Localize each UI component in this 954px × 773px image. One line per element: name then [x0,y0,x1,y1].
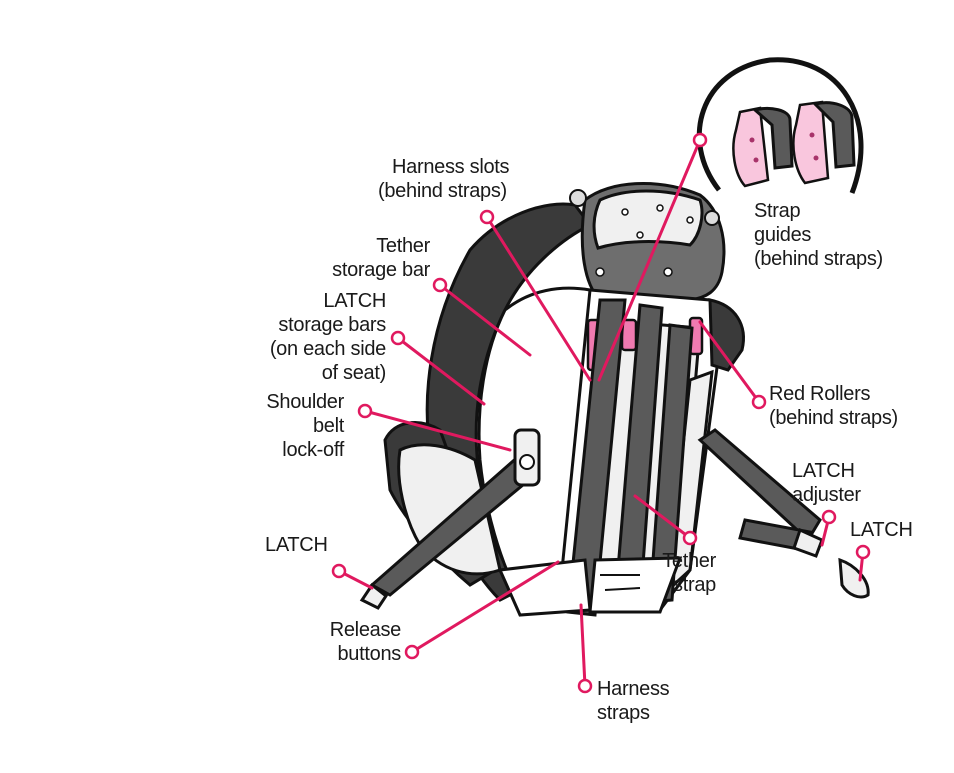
label-latch-adjuster-line2: adjuster [792,484,861,506]
label-strap-guides-line1: Strap [754,200,800,222]
guide-dot-2 [753,157,759,163]
leader-dots [331,132,871,694]
guide-dot-4 [813,155,819,161]
label-release-line1: Release [330,619,401,641]
latch-adjuster-shape [792,527,824,558]
headrest-hole-1 [621,208,629,216]
label-harness-straps-line2: straps [597,702,650,724]
headrest-hole-6 [663,267,673,277]
guide-dot-1 [749,137,755,143]
label-tether-strap-line2: strap [673,574,716,596]
leader-tether-storage [438,283,532,357]
back-frame-right-pad [708,298,745,372]
label-harness-slots-line2: (behind straps) [378,180,507,202]
dot-harness-straps [577,678,593,694]
label-tether-storage-line2: storage bar [332,259,431,281]
dot-red-rollers [751,394,767,410]
leader-strap-guides [597,138,702,382]
strap-guide-left-strap [751,106,794,170]
dot-harness-slots [479,209,495,225]
label-shoulder-lockoff-line1: Shoulder [266,391,344,413]
headrest-knob-right [704,210,720,226]
dot-tether-strap [682,530,698,546]
leader-harness-slots [485,215,592,382]
leader-red-rollers [698,320,761,404]
headrest-hole-4 [636,231,644,239]
leader-lines [337,138,865,688]
dot-latch-left [331,563,347,579]
label-harness-slots-line1: Harness slots [392,156,510,178]
dot-release [404,644,420,660]
dot-latch-storage [390,330,406,346]
strap-guide-right [792,100,830,185]
label-release-line2: buttons [337,643,401,665]
guide-dot-3 [809,132,815,138]
label-red-rollers-line2: (behind straps) [769,407,898,429]
label-latch-left: LATCH [265,534,328,556]
label-shoulder-lockoff-line3: lock-off [282,439,344,461]
strap-guide-right-strap [812,101,856,169]
seat-base-right [588,556,683,614]
base-detail-lines [600,574,641,591]
leader-harness-straps [579,603,587,688]
leader-shoulder-lockoff [363,409,512,452]
headrest-hole-2 [656,204,664,212]
label-shoulder-lockoff-line2: belt [313,415,345,437]
label-strap-guides-line3: (behind straps) [754,248,883,270]
leader-latch-storage [396,336,486,406]
label-red-rollers-line1: Red Rollers [769,383,870,405]
label-latch-storage-line3: (on each side [270,338,386,360]
strap-guides-inset [696,57,864,194]
car-seat-illustration [359,182,870,617]
dot-latch-right [855,544,871,560]
label-tether-storage-line1: Tether [376,235,430,257]
label-latch-storage-line1: LATCH [323,290,386,312]
headrest-hole-5 [595,267,605,277]
label-latch-storage-line2: storage bars [278,314,386,336]
labels: Harness slots (behind straps) Tether sto… [265,156,913,724]
latch-connector-left [359,582,389,610]
harness-strap-left [566,298,627,617]
dot-shoulder-lockoff [357,403,373,419]
dot-latch-adjuster [821,509,837,525]
headrest-knob-left [569,189,587,207]
headrest-top [592,189,704,250]
label-latch-storage-line4: of seat) [322,362,386,384]
label-harness-straps-line1: Harness [597,678,670,700]
leader-tether-strap [633,494,692,540]
headrest-hole-3 [686,216,694,224]
latch-strap-right [697,428,822,543]
label-tether-strap-line1: Tether [662,550,716,572]
dot-strap-guides [692,132,708,148]
tether-strap-shape [648,323,694,604]
label-strap-guides-line2: guides [754,224,811,246]
lock-off-knob [519,454,535,470]
seat-base [497,558,592,617]
label-latch-adjuster-line1: LATCH [792,460,855,482]
leader-release [410,560,560,654]
latch-connector-right [838,557,870,599]
dot-tether-storage [432,277,448,293]
label-latch-right: LATCH [850,519,913,541]
strap-guide-left [732,106,770,188]
